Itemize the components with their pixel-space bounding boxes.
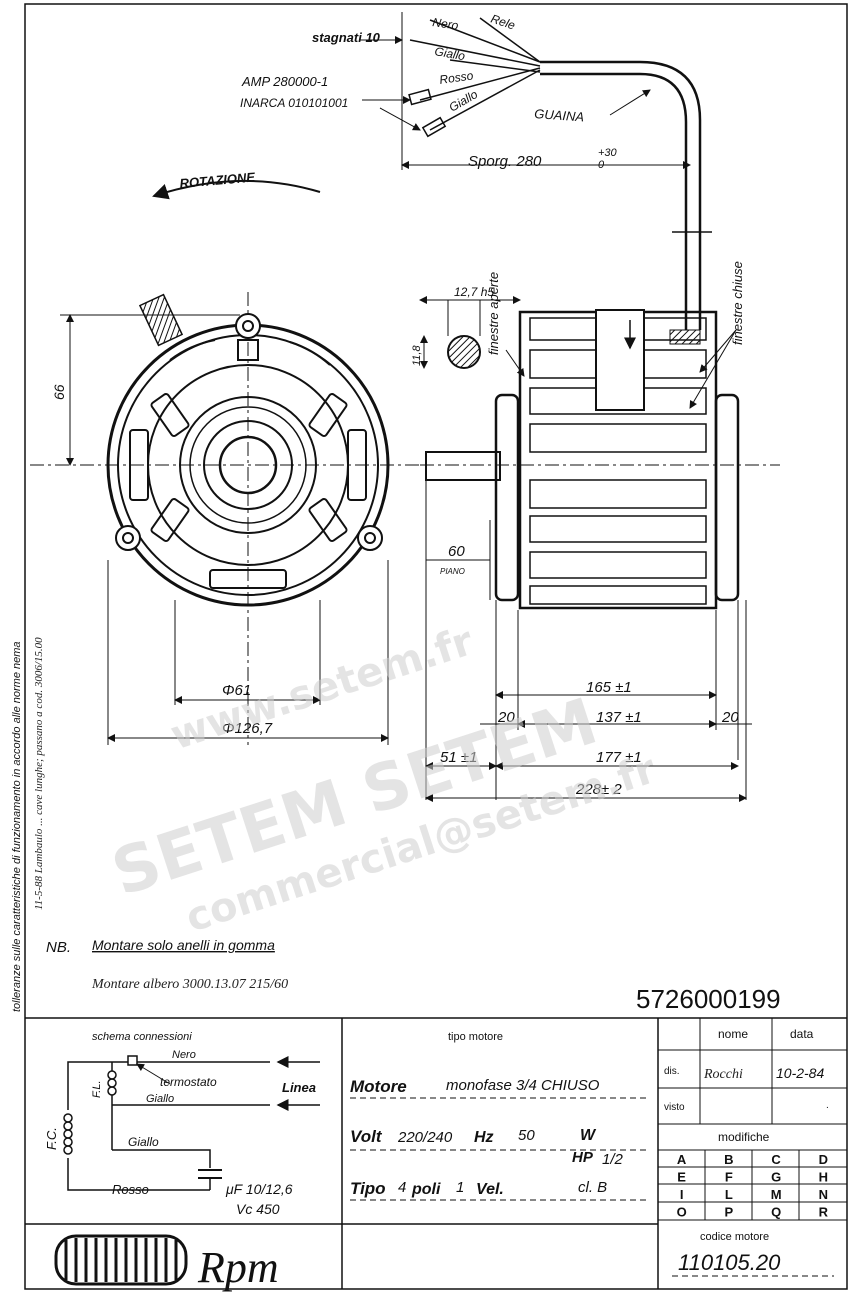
tipo-hp-value: 1/2 [602,1151,624,1168]
inarca-label: INARCA 010101001 [240,96,348,110]
motor-front-view [30,292,420,745]
rotation-arrow [152,179,321,200]
title-block-grid [25,1017,847,1289]
dim-177: 177 ±1 [596,749,642,766]
flat-60-label: 60 [448,543,465,560]
wire-giallo1-label: Giallo [433,44,466,63]
wire-rele-label: Rele [489,12,517,33]
modifiche-letter: F [725,1170,733,1185]
dim-228: 228± 2 [575,781,622,798]
finestre-chiuse-label: finestre chiuse [730,261,745,345]
schema-giallo-top: Giallo [146,1093,174,1105]
schema-fc: F.C. [44,1127,59,1150]
dim-phi126: Φ126,7 [222,720,273,737]
schema-fl: F.L. [91,1080,103,1098]
approval-dis-signature: Rocchi [703,1067,743,1082]
modifiche-letter: R [819,1205,829,1220]
tipo-poli-label: poli [411,1181,441,1198]
rpm-logo [54,1234,188,1286]
tipo-motore-value: monofase 3/4 CHIUSO [446,1077,600,1094]
approval-data-header: data [790,1027,814,1041]
guaina-label: GUAINA [534,106,585,124]
tipo-tipo-value: 4 [398,1179,406,1196]
cable-assembly [360,12,712,330]
schema-giallo: Giallo [128,1135,159,1149]
tipo-volt-value: 220/240 [397,1129,453,1146]
schema-cap-vc: Vc 450 [236,1201,280,1217]
modifiche-letter: G [771,1170,781,1185]
modifiche-letter: Q [771,1205,781,1220]
modifiche-letter: E [677,1170,686,1185]
approval-dis-date: 10-2-84 [776,1065,824,1081]
codice-label: codice motore [700,1231,769,1243]
modifiche-letter: A [677,1152,687,1167]
schema-linea: Linea [282,1080,316,1095]
dim-165: 165 ±1 [586,679,632,696]
modifiche-grid: A B C D E F G H I L M N O P Q R [677,1152,829,1220]
modifiche-letter: O [677,1205,687,1220]
dim-phi61: Φ61 [222,682,251,699]
tipo-class-value: cl. B [578,1179,607,1196]
approval-dis-label: dis. [664,1066,680,1077]
modifiche-letter: N [819,1187,828,1202]
modifiche-letter: M [771,1187,782,1202]
rotation-label: ROTAZIONE [179,169,256,191]
modifiche-letter: H [819,1170,828,1185]
schema-rosso: Rosso [112,1182,149,1197]
margin-hand-note: 11-5-88 Lambaulo ... cave lunghe; passan… [33,637,45,910]
tipo-volt-label: Volt [350,1127,383,1146]
motor-side-view [419,296,780,802]
wire-rosso-label: Rosso [438,68,474,87]
amp-label: AMP 280000-1 [241,74,328,89]
sporg-tol-upper: +30 [598,147,618,159]
dim-66: 66 [51,384,67,400]
modifiche-letter: I [680,1187,684,1202]
modifiche-letter: B [724,1152,733,1167]
tolerance-note: tolleranze sulle caratteristiche di funz… [11,641,23,1012]
modifiche-title: modifiche [718,1130,770,1144]
wire-nero-label: Nero [432,15,460,33]
tipo-title: tipo motore [448,1031,503,1043]
shaft-dia-label: 12,7 h5 [454,285,494,299]
piano-label: PIANO [440,567,465,576]
modifiche-letter: L [725,1187,733,1202]
sporg-label: Sporg. 280 [468,153,542,170]
logo-text: Rpm [197,1243,279,1292]
tipo-hz-label: Hz [474,1129,494,1146]
nb-text: Montare solo anelli in gomma [92,937,275,953]
shaft-flat-label: 11,8 [411,345,423,366]
approval-visto-mark: . [826,1100,829,1111]
schema-title: schema connessioni [92,1031,192,1043]
approval-nome-header: nome [718,1027,748,1041]
approval-visto-label: visto [664,1102,685,1113]
tipo-w-label: W [580,1127,597,1144]
dim-51: 51 ±1 [440,749,477,766]
tipo-hz-value: 50 [518,1127,535,1144]
wiring-schematic [63,1055,320,1191]
stagnati-label: stagnati 10 [312,30,381,45]
codice-value: 110105.20 [678,1250,781,1275]
tipo-tipo-label: Tipo [350,1179,386,1198]
albero-note: Montare albero 3000.13.07 215/60 [91,977,288,992]
modifiche-letter: C [771,1152,781,1167]
tipo-poli-value: 1 [456,1179,464,1196]
dim-137: 137 ±1 [596,709,642,726]
dim-20b: 20 [721,709,739,726]
sheet-border [24,3,848,1290]
schema-nero: Nero [172,1049,196,1061]
finestre-aperte-label: finestre aperte [486,272,501,355]
schema-termostato: termostato [160,1075,217,1089]
modifiche-letter: P [725,1205,734,1220]
tipo-hp-label: HP [572,1149,594,1166]
tipo-vel-label: Vel. [476,1181,504,1198]
dim-20a: 20 [497,709,515,726]
modifiche-letter: D [819,1152,828,1167]
sporg-tol-lower: 0 [598,159,605,171]
tipo-motore-label: Motore [350,1077,407,1096]
nb-prefix: NB. [46,939,71,956]
schema-cap-uf: μF 10/12,6 [225,1181,293,1197]
part-number: 5726000199 [636,984,781,1014]
